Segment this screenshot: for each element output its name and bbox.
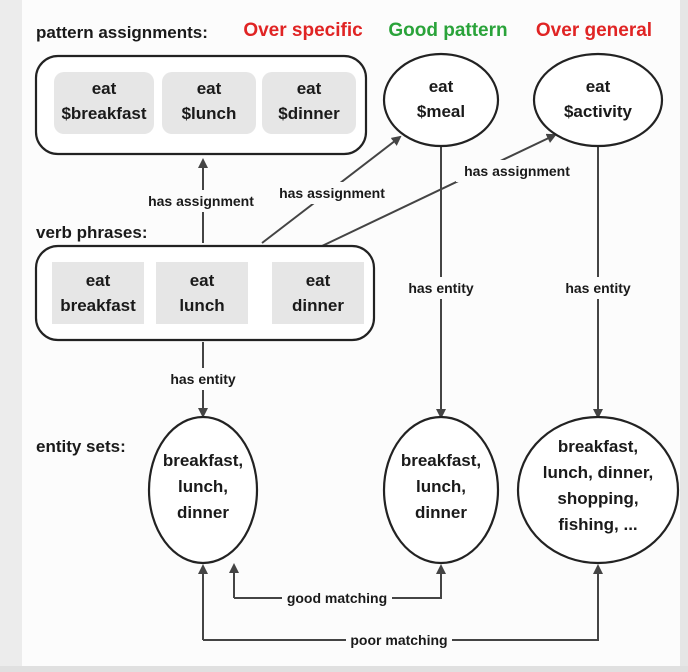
entity-set-specific [147,415,259,565]
verb-cell-dinner [272,262,364,324]
pattern-assignments-label: pattern assignments: [36,23,208,42]
label-has-assignment-1: has assignment [148,193,254,209]
entity-sets-label: entity sets: [36,437,126,456]
label-has-entity-2: has entity [408,280,474,296]
left-border [0,0,22,672]
entity-activity-line1: breakfast, [558,437,638,456]
label-has-assignment-3: has assignment [464,163,570,179]
label-bg-6 [559,277,637,299]
entity-activity-line3: shopping, [557,489,638,508]
entity-meal-line1: breakfast, [401,451,481,470]
over-general-node [532,52,664,148]
over-general-line1: eat [586,77,611,96]
entity-specific-line3: dinner [177,503,229,522]
label-poor-matching: poor matching [350,632,447,648]
entity-activity-line4: fishing, ... [558,515,637,534]
label-has-entity-1: has entity [170,371,236,387]
verb-breakfast-line2: breakfast [60,296,136,315]
good-pattern-line1: eat [429,77,454,96]
bottom-border [0,666,688,672]
verb-breakfast-line1: eat [86,271,111,290]
pattern-cell-lunch [162,72,256,134]
poor-matching-arrow-right [203,564,603,641]
label-bg-2 [272,182,392,204]
entity-specific-line1: breakfast, [163,451,243,470]
entity-meal-line3: dinner [415,503,467,522]
verb-phrases-label: verb phrases: [36,223,148,242]
label-bg-4 [164,368,242,390]
label-bg-7 [282,588,392,610]
entity-specific-line2: lunch, [178,477,228,496]
entity-meal-line2: lunch, [416,477,466,496]
label-has-assignment-2: has assignment [279,185,385,201]
over-specific-header: Over specific [243,20,363,41]
label-bg-3 [456,160,578,182]
pattern-breakfast-line1: eat [92,79,117,98]
pattern-lunch-line1: eat [197,79,222,98]
good-pattern-line2: $meal [417,102,465,121]
verb-cell-lunch [156,262,248,324]
good-pattern-header: Good pattern [388,20,507,41]
verb-dinner-line2: dinner [292,296,344,315]
pattern-lunch-line2: $lunch [182,104,237,123]
over-general-header: Over general [536,20,652,41]
label-bg-1 [140,190,262,212]
entity-set-activity [516,415,680,565]
edge-vp-to-activity [321,133,557,247]
entity-set-meal [382,415,500,565]
label-bg-5 [402,277,480,299]
pattern-cell-dinner [262,72,356,134]
good-pattern-node [382,52,500,148]
verb-dinner-line1: eat [306,271,331,290]
label-has-entity-3: has entity [565,280,631,296]
pattern-breakfast-line2: $breakfast [61,104,146,123]
label-bg-8 [346,630,452,652]
verb-lunch-line1: eat [190,271,215,290]
pattern-dinner-line2: $dinner [278,104,340,123]
entity-activity-line2: lunch, dinner, [543,463,654,482]
verb-lunch-line2: lunch [179,296,224,315]
right-border [680,0,688,672]
pattern-cell-breakfast [54,72,154,134]
label-good-matching: good matching [287,590,387,606]
over-general-line2: $activity [564,102,633,121]
verb-cell-breakfast [52,262,144,324]
pattern-dinner-line1: eat [297,79,322,98]
